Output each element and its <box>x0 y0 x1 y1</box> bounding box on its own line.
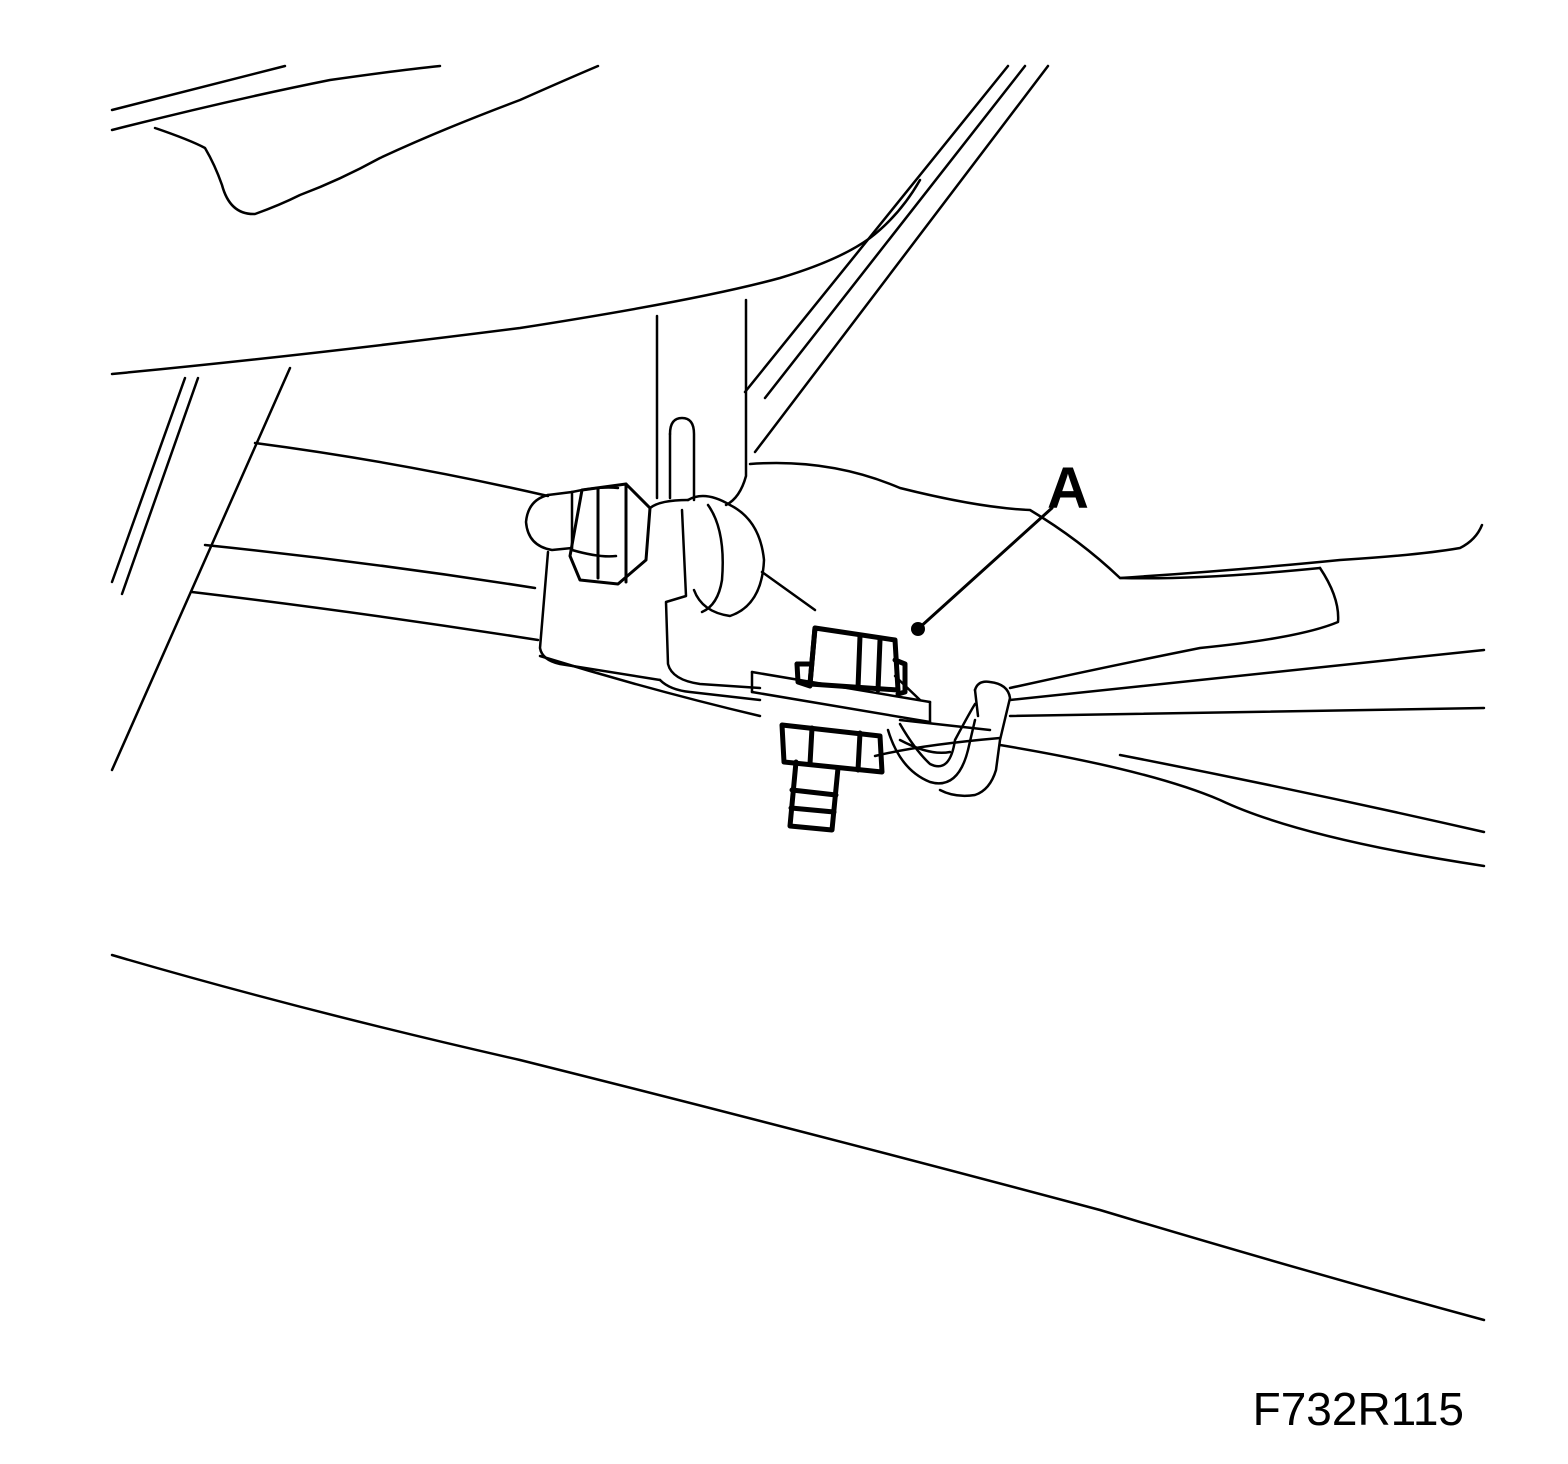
upper-housing <box>110 64 922 376</box>
diagonal-frame <box>743 64 1050 454</box>
floor-panel <box>110 953 1486 1322</box>
figure-code: F732R115 <box>1252 1383 1464 1435</box>
support-lines <box>760 570 922 702</box>
main-bolt <box>779 625 908 833</box>
tube-clamp <box>886 680 1012 798</box>
callout-a: A <box>911 456 1089 636</box>
callout-a-label: A <box>1047 456 1089 521</box>
vertical-bracket <box>655 298 748 507</box>
rubber-bushing <box>648 494 766 618</box>
hex-nut-left <box>568 482 652 586</box>
left-rails <box>110 366 550 772</box>
right-panel <box>748 461 1486 868</box>
callout-a-leader <box>916 506 1054 631</box>
